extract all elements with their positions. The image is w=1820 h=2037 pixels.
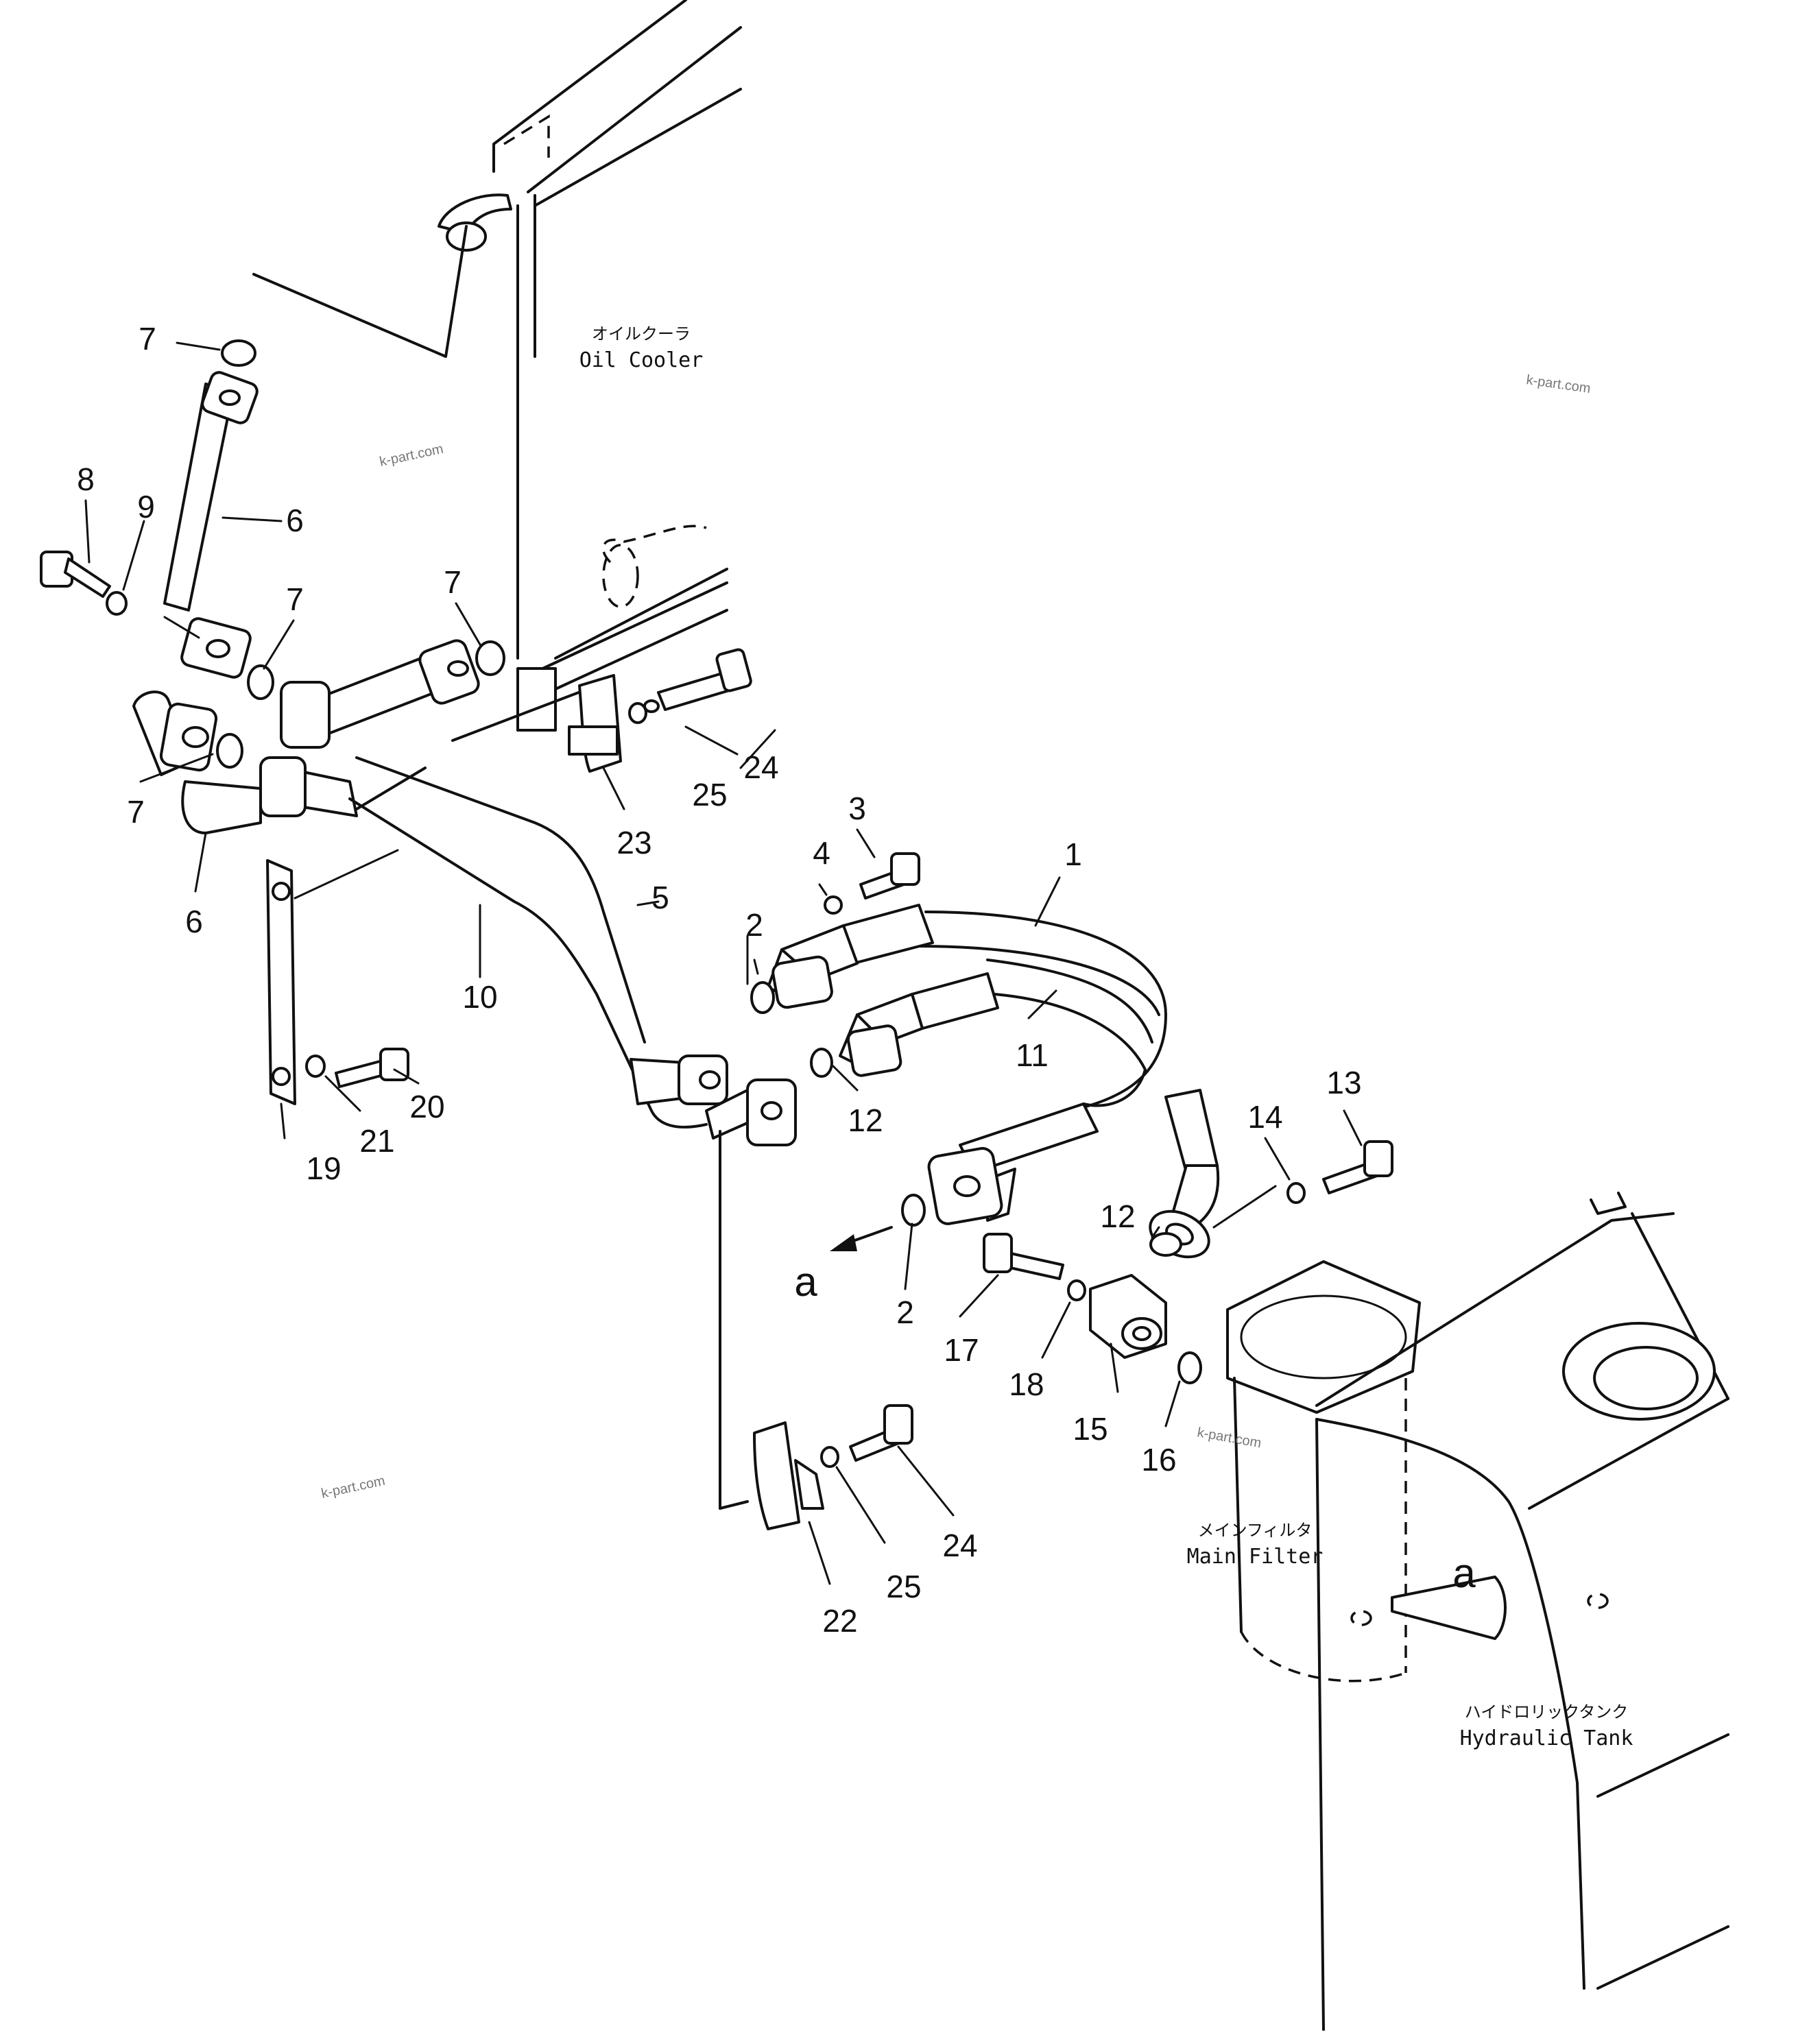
callout-25: 25: [692, 777, 727, 812]
callout-7: 7: [286, 581, 304, 617]
watermark: k-part.com: [378, 442, 444, 470]
callout-9: 9: [137, 489, 155, 525]
main-filter: [1226, 1260, 1421, 1683]
clamp-22: [753, 1404, 913, 1530]
callout-5: 5: [651, 880, 669, 915]
callout-10: 10: [462, 979, 497, 1015]
callout-25: 25: [886, 1569, 921, 1604]
hose-1: [767, 904, 1277, 1259]
oil-cooler-label: Oil Cooler: [579, 348, 704, 372]
hose-6-upper: [163, 225, 468, 679]
watermark: k-part.com: [320, 1473, 386, 1502]
callout-21: 21: [359, 1123, 394, 1159]
oil-cooler-label-jp: オイルクーラ: [592, 324, 691, 343]
bracket-19: [266, 849, 409, 1105]
callout-19: 19: [306, 1150, 341, 1186]
callout-1: 1: [1064, 836, 1082, 872]
component-labels: オイルクーラ Oil Cooler メインフィルタ Main Filter ハイ…: [579, 324, 1633, 1750]
callout-17: 17: [944, 1332, 979, 1368]
callout-14: 14: [1247, 1099, 1282, 1135]
callout-12: 12: [848, 1102, 883, 1138]
main-filter-label: Main Filter: [1187, 1545, 1324, 1569]
callout-7: 7: [444, 564, 462, 600]
bolt-24-upper: [628, 648, 752, 724]
hydraulic-tank: [1315, 1192, 1729, 2031]
view-arrow-label-end: a: [1452, 1550, 1476, 1596]
tubes-5-10: [259, 639, 797, 1510]
callout-6: 6: [286, 503, 304, 538]
callout-13: 13: [1326, 1065, 1361, 1100]
callout-7: 7: [127, 794, 145, 830]
clamp-23: [568, 674, 660, 773]
callout-7: 7: [139, 321, 156, 357]
callout-2: 2: [745, 907, 763, 943]
callout-23: 23: [616, 825, 651, 860]
callout-2: 2: [896, 1294, 914, 1330]
callout-8: 8: [77, 461, 95, 497]
callout-15: 15: [1073, 1411, 1107, 1447]
oil-cooler: [438, 0, 742, 732]
callout-4: 4: [813, 835, 830, 871]
hose-11: [839, 959, 1153, 1225]
hydraulic-tank-label-jp: ハイドロリックタンク: [1465, 1702, 1629, 1722]
hydraulic-tank-label: Hydraulic Tank: [1460, 1726, 1633, 1750]
callout-16: 16: [1141, 1442, 1176, 1478]
main-filter-label-jp: メインフィルタ: [1198, 1521, 1313, 1540]
callout-24: 24: [942, 1528, 977, 1563]
hose-6-lower: [132, 690, 262, 834]
callouts: 1 2 2 3 4 5 6 6 7 7 7 7 8 9 10 11 12 12 …: [77, 321, 1361, 1639]
leader-lines: [84, 341, 1363, 1585]
callout-3: 3: [848, 791, 866, 826]
bolt-8: [40, 551, 128, 616]
callout-6: 6: [185, 904, 203, 939]
watermark: k-part.com: [1525, 372, 1592, 396]
callout-20: 20: [409, 1089, 444, 1124]
callout-18: 18: [1009, 1366, 1044, 1402]
view-arrow-label-start: a: [794, 1259, 817, 1305]
o-rings-7: [216, 339, 505, 769]
watermark: k-part.com: [1196, 1425, 1262, 1451]
callout-12: 12: [1100, 1198, 1135, 1234]
callout-22: 22: [822, 1603, 857, 1639]
view-arrow-start: [830, 1226, 893, 1251]
adapter-15: [750, 852, 1393, 1384]
callout-11: 11: [1016, 1037, 1049, 1073]
callout-24: 24: [743, 749, 778, 785]
